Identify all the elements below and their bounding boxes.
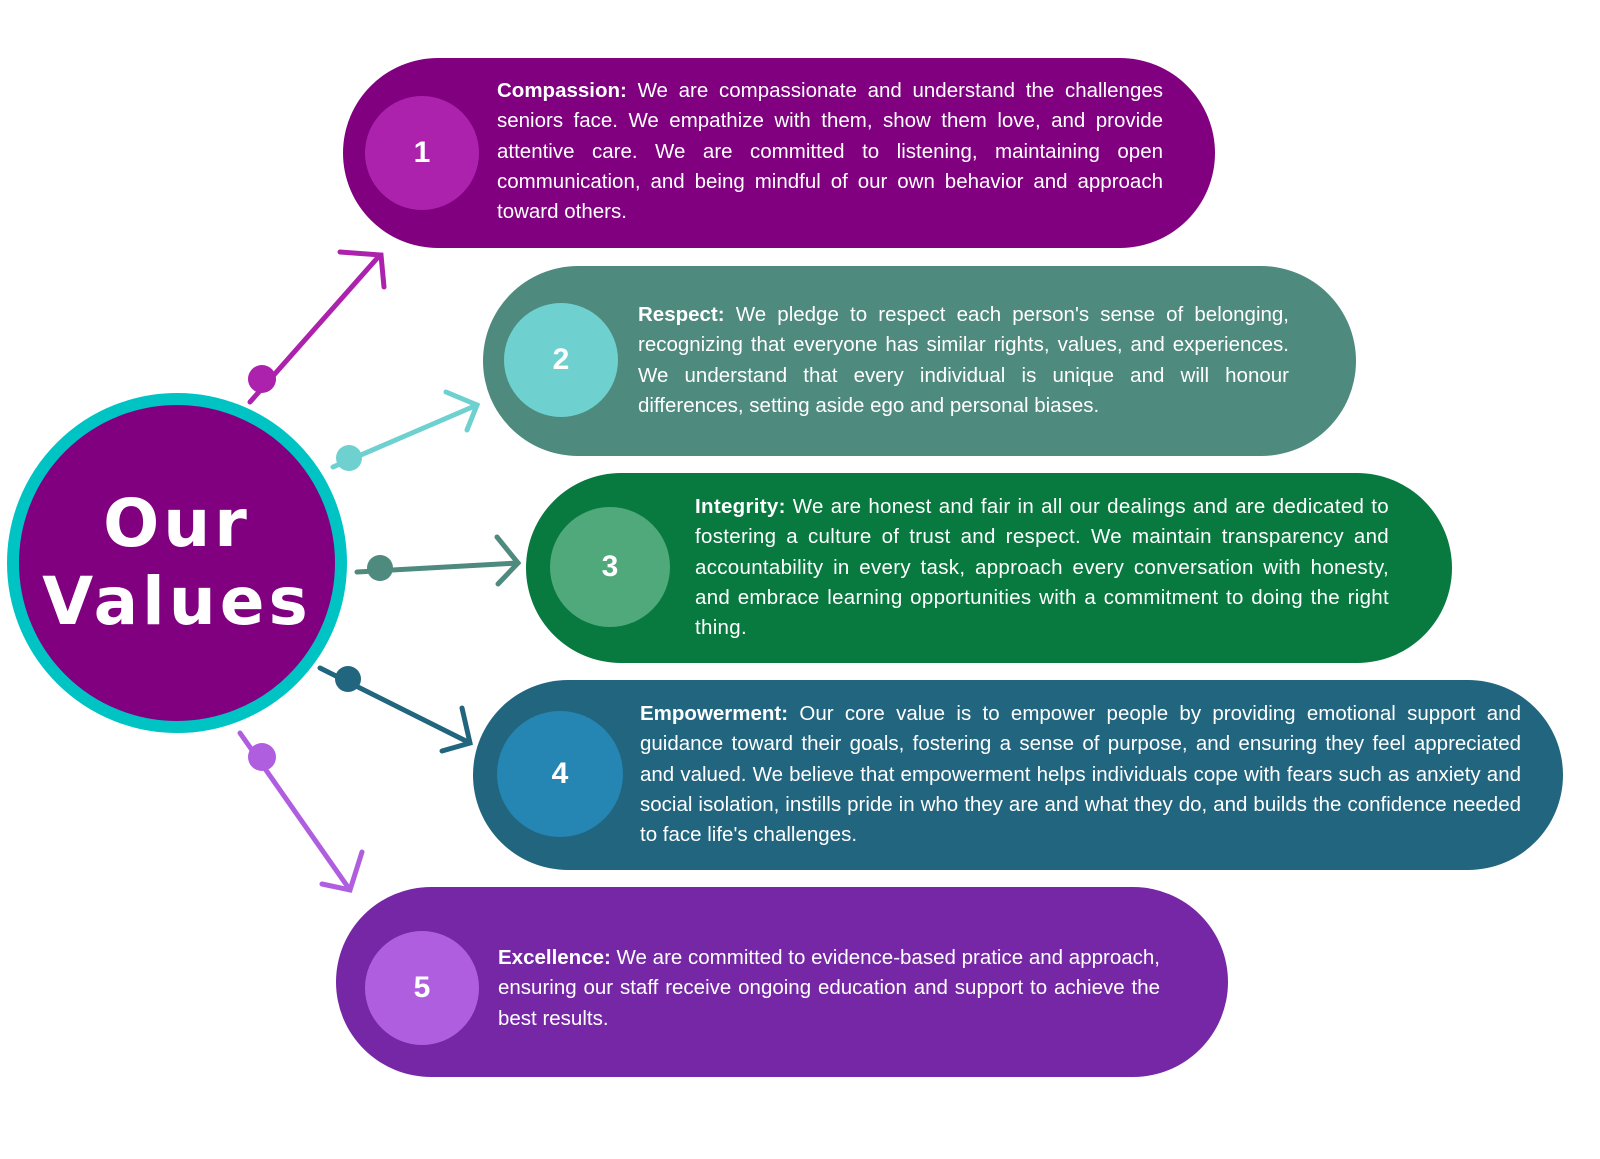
number-badge: 1 (365, 96, 479, 210)
our-values-title-circle: Our Values (7, 393, 347, 733)
value-description: Integrity: We are honest and fair in all… (695, 492, 1389, 643)
value-description: Compassion: We are compassionate and und… (497, 76, 1163, 227)
arrow-4-dot (335, 666, 361, 692)
value-card-empowerment: 4 Empowerment: Our core value is to empo… (473, 680, 1563, 870)
number-badge: 2 (504, 303, 618, 417)
value-description: Empowerment: Our core value is to empowe… (640, 699, 1521, 850)
value-description: Excellence: We are committed to evidence… (498, 943, 1160, 1034)
value-name: Empowerment: (640, 702, 789, 725)
value-name: Integrity: (695, 495, 786, 518)
value-text: We are compassionate and understand the … (497, 79, 1163, 224)
arrow-5-dot (248, 743, 276, 771)
value-card-excellence: 5 Excellence: We are committed to eviden… (336, 887, 1228, 1077)
arrow-3-dot (367, 555, 393, 581)
arrow-2-dot (336, 445, 362, 471)
value-card-compassion: 1 Compassion: We are compassionate and u… (343, 58, 1215, 248)
number-badge: 3 (550, 507, 670, 627)
title-line-2: Values (42, 563, 312, 640)
title-line-1: Our (103, 485, 251, 562)
value-name: Respect: (638, 303, 725, 326)
arrow-1-dot (248, 365, 276, 393)
value-text: Our core value is to empower people by p… (640, 702, 1521, 847)
value-name: Compassion: (497, 79, 627, 102)
value-card-integrity: 3 Integrity: We are honest and fair in a… (526, 473, 1452, 663)
number-badge: 5 (365, 931, 479, 1045)
value-text: We pledge to respect each person's sense… (638, 303, 1289, 417)
value-text: We are honest and fair in all our dealin… (695, 495, 1389, 640)
number-badge: 4 (497, 711, 623, 837)
value-name: Excellence: (498, 946, 611, 969)
value-description: Respect: We pledge to respect each perso… (638, 300, 1289, 421)
value-card-respect: 2 Respect: We pledge to respect each per… (483, 266, 1356, 456)
value-text: We are committed to evidence-based prati… (498, 946, 1160, 1030)
